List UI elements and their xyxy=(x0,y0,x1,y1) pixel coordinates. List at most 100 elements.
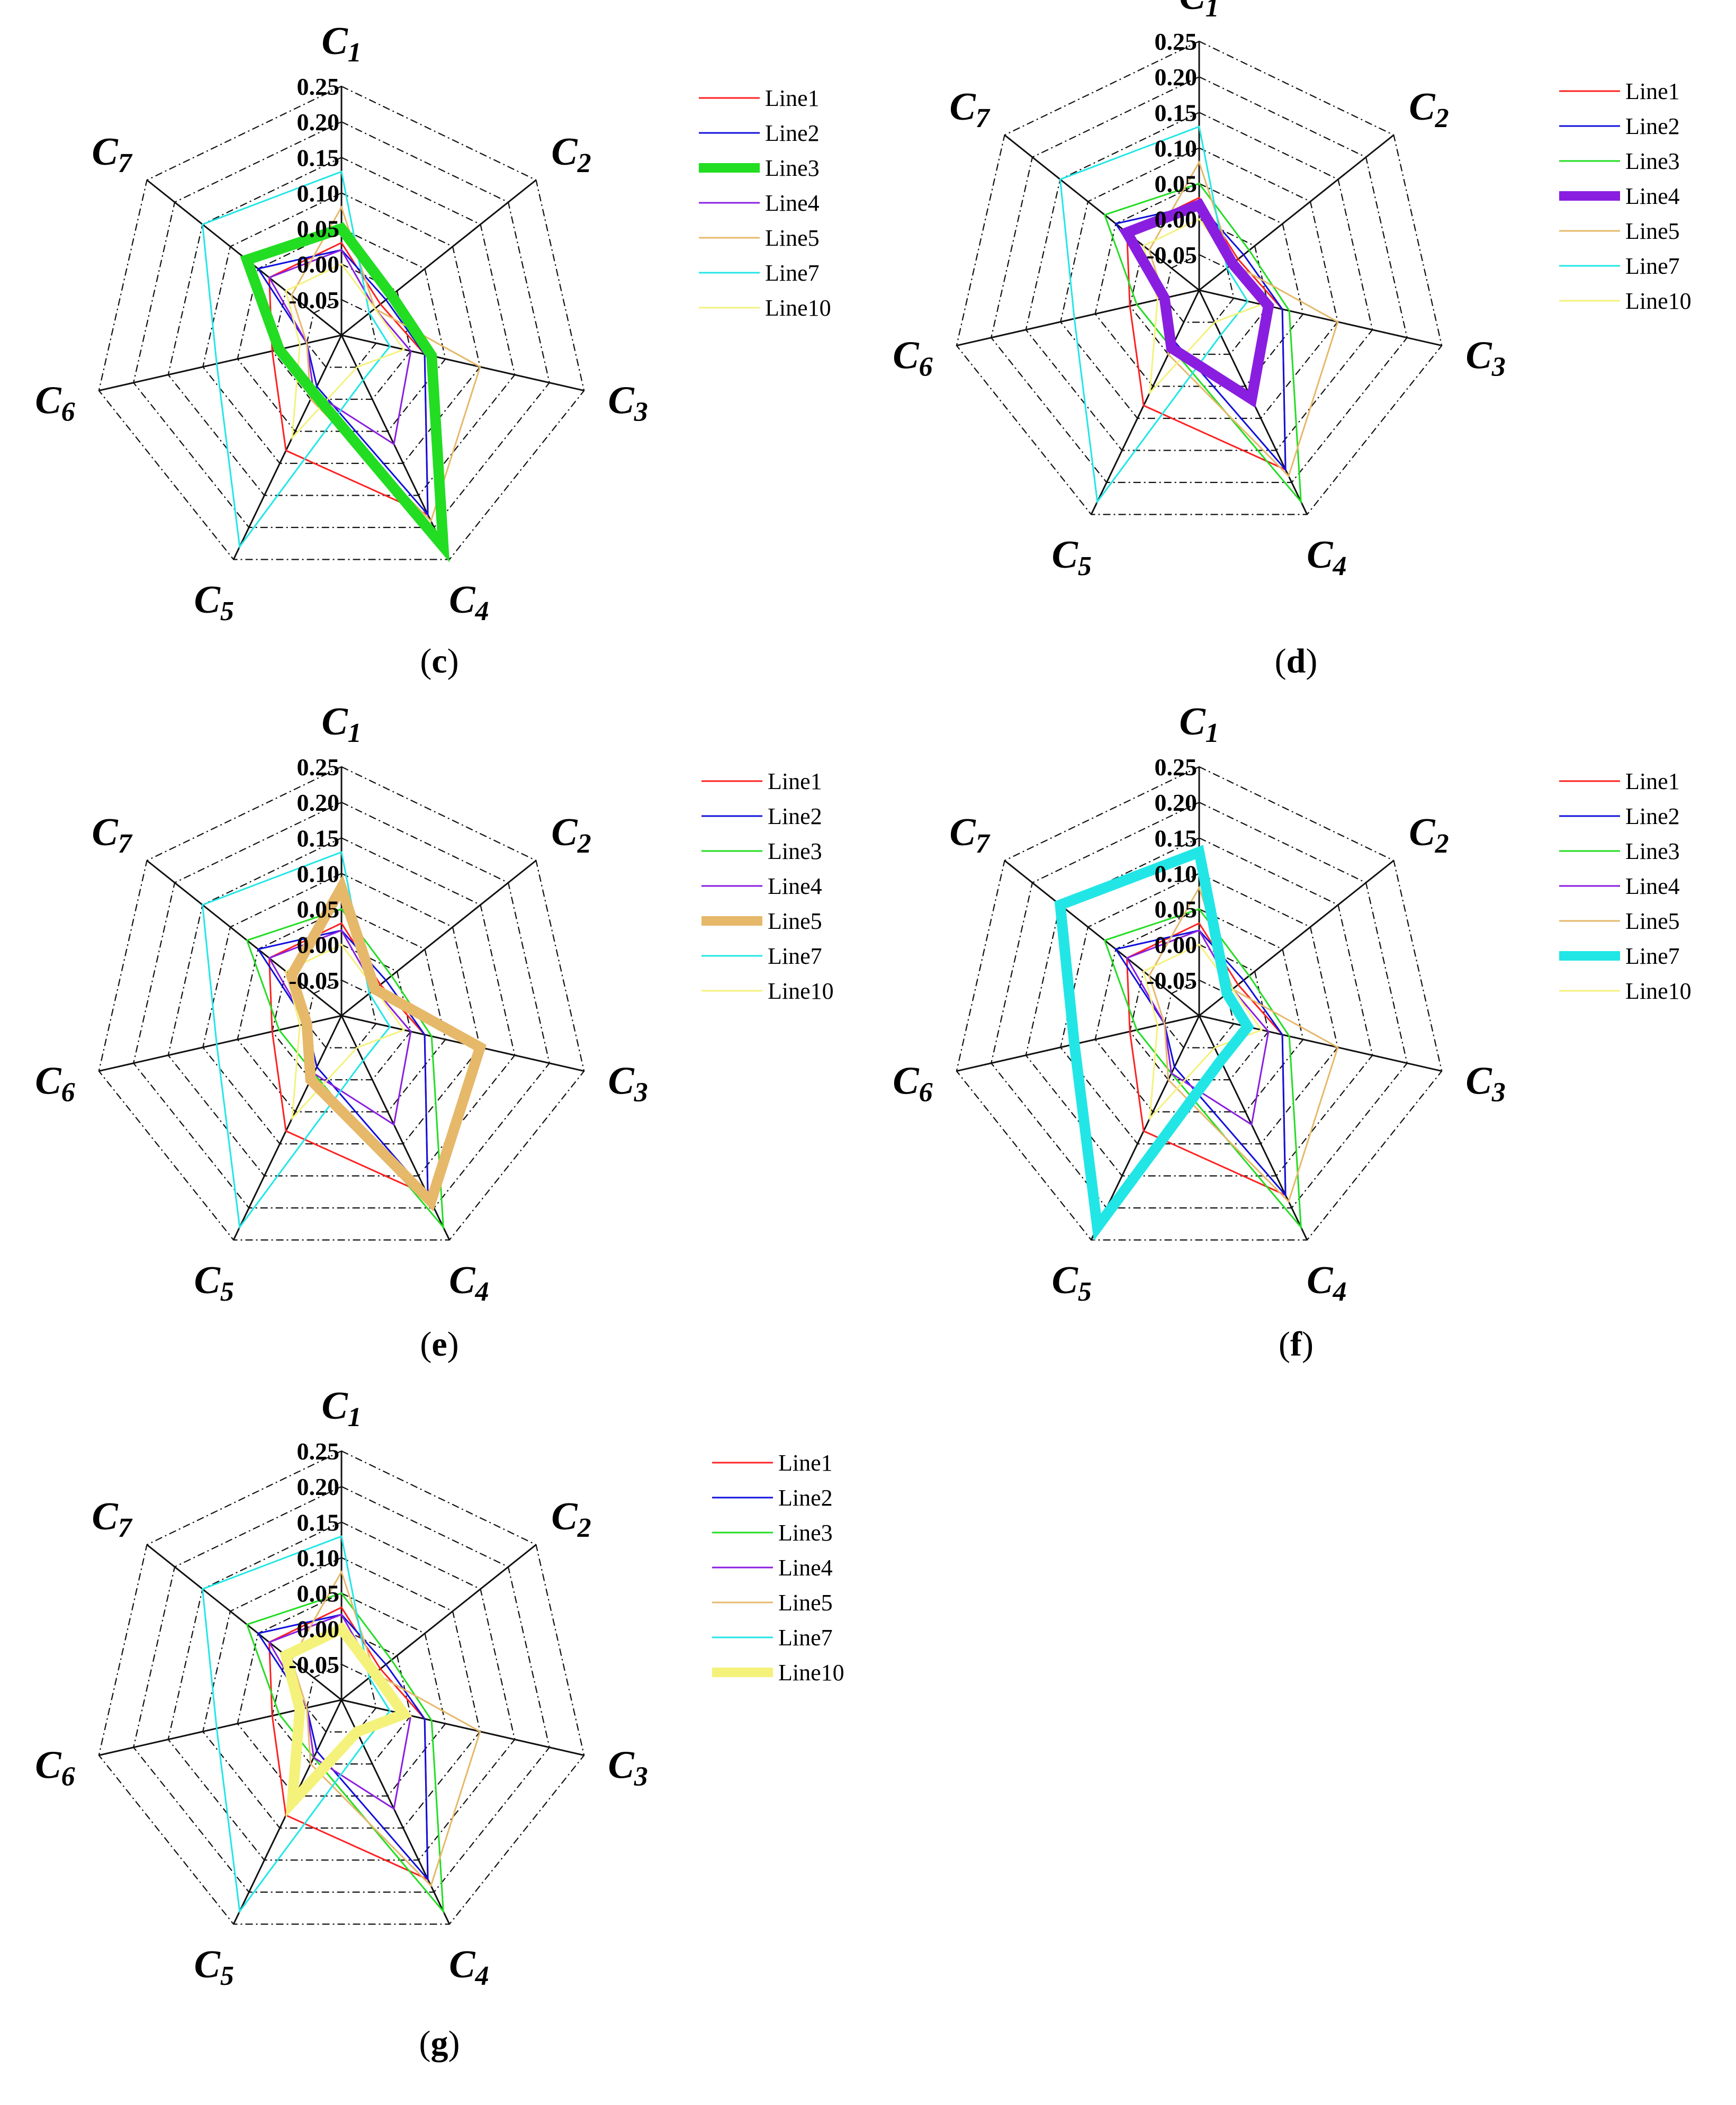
tick-label: -0.05 xyxy=(1146,967,1197,994)
tick-label: 0.20 xyxy=(297,109,340,136)
axis-label-c2: C2 xyxy=(551,811,591,859)
legend-label-line10: Line10 xyxy=(765,295,831,321)
legend-label-line3: Line3 xyxy=(765,155,820,181)
grid-ring xyxy=(956,40,1443,515)
legend-label-line1: Line1 xyxy=(1625,78,1680,104)
tick-label: 0.20 xyxy=(1155,64,1198,91)
tick-labels: -0.050.000.050.100.150.200.25 xyxy=(289,1438,339,1678)
tick-label: -0.05 xyxy=(289,1651,339,1678)
legend-label-line1: Line1 xyxy=(765,85,820,111)
grid-ring xyxy=(306,1663,377,1733)
axis-spoke xyxy=(98,1015,342,1072)
series-line-line3 xyxy=(1103,182,1302,504)
legend-label-line10: Line10 xyxy=(768,978,834,1004)
axis-spoke xyxy=(341,179,537,336)
axis-label-c5: C5 xyxy=(1052,1259,1092,1307)
tick-label: 0.05 xyxy=(1155,896,1198,923)
legend-label-line7: Line7 xyxy=(778,1625,833,1651)
series-line-line2 xyxy=(257,929,429,1197)
axis-label-c4: C4 xyxy=(449,578,489,626)
tick-label: 0.10 xyxy=(297,860,340,887)
axis-spoke xyxy=(1004,134,1200,291)
legend-label-line1: Line1 xyxy=(1625,768,1680,794)
axis-spoke xyxy=(956,289,1200,347)
series-line-line7 xyxy=(1054,845,1254,1241)
legend-label-line1: Line1 xyxy=(768,768,822,794)
tick-label: 0.10 xyxy=(297,180,340,207)
legend-label-line4: Line4 xyxy=(768,873,822,899)
legend-label-line5: Line5 xyxy=(1625,908,1680,934)
tick-label: 0.25 xyxy=(297,73,340,100)
tick-labels: -0.050.000.050.100.150.200.25 xyxy=(289,754,339,994)
grid-rings xyxy=(98,1450,585,1925)
series-group xyxy=(201,851,487,1230)
axis-label-c3: C3 xyxy=(1465,334,1505,382)
axis-label-c3: C3 xyxy=(608,1744,647,1792)
series-line-line1 xyxy=(268,1606,429,1881)
axis-label-c4: C4 xyxy=(1307,533,1346,581)
axis-spoke xyxy=(146,1544,342,1701)
tick-label: 0.10 xyxy=(1155,860,1198,887)
axis-label-c3: C3 xyxy=(1465,1060,1505,1108)
radar-panel-d: -0.050.000.050.100.150.200.25C1C2C3C4C5C… xyxy=(893,0,1691,680)
tick-label: 0.00 xyxy=(297,931,340,959)
tick-label: -0.05 xyxy=(1146,241,1197,268)
series-line-line1 xyxy=(1126,922,1287,1197)
legend-label-line7: Line7 xyxy=(1625,943,1680,969)
legend-label-line5: Line5 xyxy=(778,1590,833,1616)
legend-label-line1: Line1 xyxy=(778,1450,833,1476)
legend-label-line3: Line3 xyxy=(1625,838,1680,864)
grid-ring xyxy=(133,801,550,1209)
legend-label-line7: Line7 xyxy=(1625,253,1680,279)
series-group xyxy=(1054,845,1339,1241)
grid-ring xyxy=(167,157,516,496)
axis-spoke xyxy=(232,1015,343,1241)
grid-ring xyxy=(133,121,550,529)
grid-ring xyxy=(98,766,585,1241)
legend-label-line7: Line7 xyxy=(768,943,822,969)
grid-ring xyxy=(202,873,481,1145)
tick-label: 0.05 xyxy=(297,1580,340,1607)
axis-label-c2: C2 xyxy=(551,130,591,178)
tick-labels: -0.050.000.050.100.150.200.25 xyxy=(1146,28,1197,268)
tick-label: 0.15 xyxy=(297,1509,340,1536)
panel-label: (e) xyxy=(420,1325,458,1364)
tick-label: 0.05 xyxy=(297,896,340,923)
legend-label-line2: Line2 xyxy=(768,803,822,829)
panel-label: (g) xyxy=(419,2024,460,2063)
legend-label-line4: Line4 xyxy=(778,1555,833,1581)
axis-label-c7: C7 xyxy=(949,811,990,859)
series-line-line3 xyxy=(240,222,450,562)
radar-panel-c: -0.050.000.050.100.150.200.25C1C2C3C4C5C… xyxy=(35,20,831,680)
legend-label-line5: Line5 xyxy=(1625,218,1680,244)
legend-label-line3: Line3 xyxy=(768,838,822,864)
series-group xyxy=(1059,126,1339,504)
axis-label-c5: C5 xyxy=(194,578,234,626)
axis-spoke xyxy=(1004,859,1200,1017)
tick-label: -0.05 xyxy=(289,967,339,994)
grid-rings xyxy=(98,766,585,1241)
axis-label-c6: C6 xyxy=(35,1744,75,1792)
axis-spoke xyxy=(146,859,342,1017)
grid-ring xyxy=(306,299,377,368)
radar-panel-e: -0.050.000.050.100.150.200.25C1C2C3C4C5C… xyxy=(35,700,833,1364)
grid-ring xyxy=(991,801,1408,1209)
grid-ring xyxy=(1164,254,1235,323)
axis-label-c6: C6 xyxy=(893,1060,932,1108)
grid-ring xyxy=(956,766,1443,1241)
grid-ring xyxy=(202,1557,481,1829)
series-line-line2 xyxy=(257,1614,429,1882)
tick-label: 0.00 xyxy=(297,1616,340,1643)
axis-label-c2: C2 xyxy=(551,1495,591,1543)
axis-label-c4: C4 xyxy=(1307,1259,1346,1307)
legend-label-line3: Line3 xyxy=(1625,148,1680,174)
tick-label: 0.15 xyxy=(297,825,340,852)
series-line-line2 xyxy=(257,249,429,517)
